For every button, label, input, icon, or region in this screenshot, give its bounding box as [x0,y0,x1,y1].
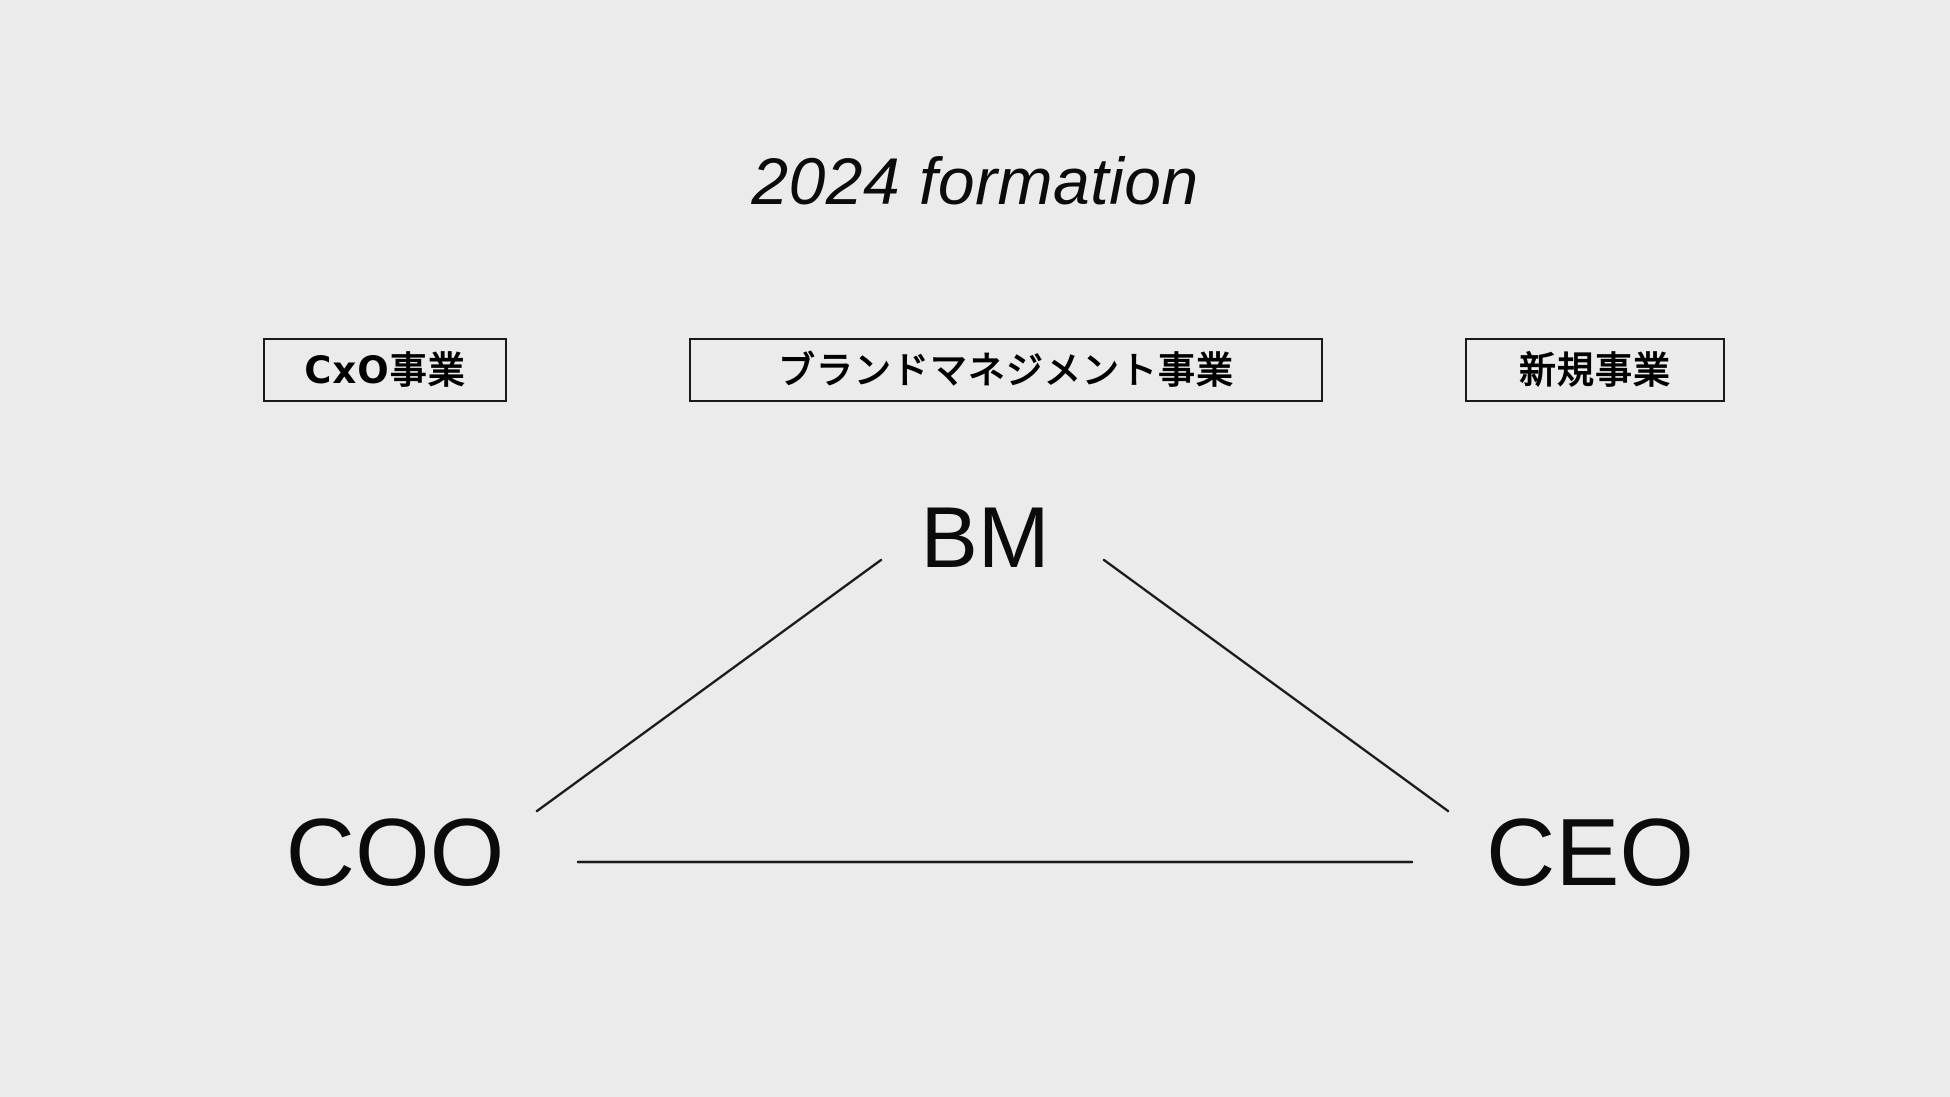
category-box-brand-management[interactable]: ブランドマネジメント事業 [689,338,1323,402]
category-box-new-business[interactable]: 新規事業 [1465,338,1725,402]
node-ceo[interactable]: CEO [1485,799,1695,906]
node-coo[interactable]: COO [285,799,505,906]
edge-bm-ceo [1102,558,1450,813]
node-bm[interactable]: BM [920,490,1050,586]
edge-coo-bm [535,558,883,813]
category-box-cxo[interactable]: CxO事業 [263,338,507,402]
page-title: 2024 formation [751,144,1199,218]
